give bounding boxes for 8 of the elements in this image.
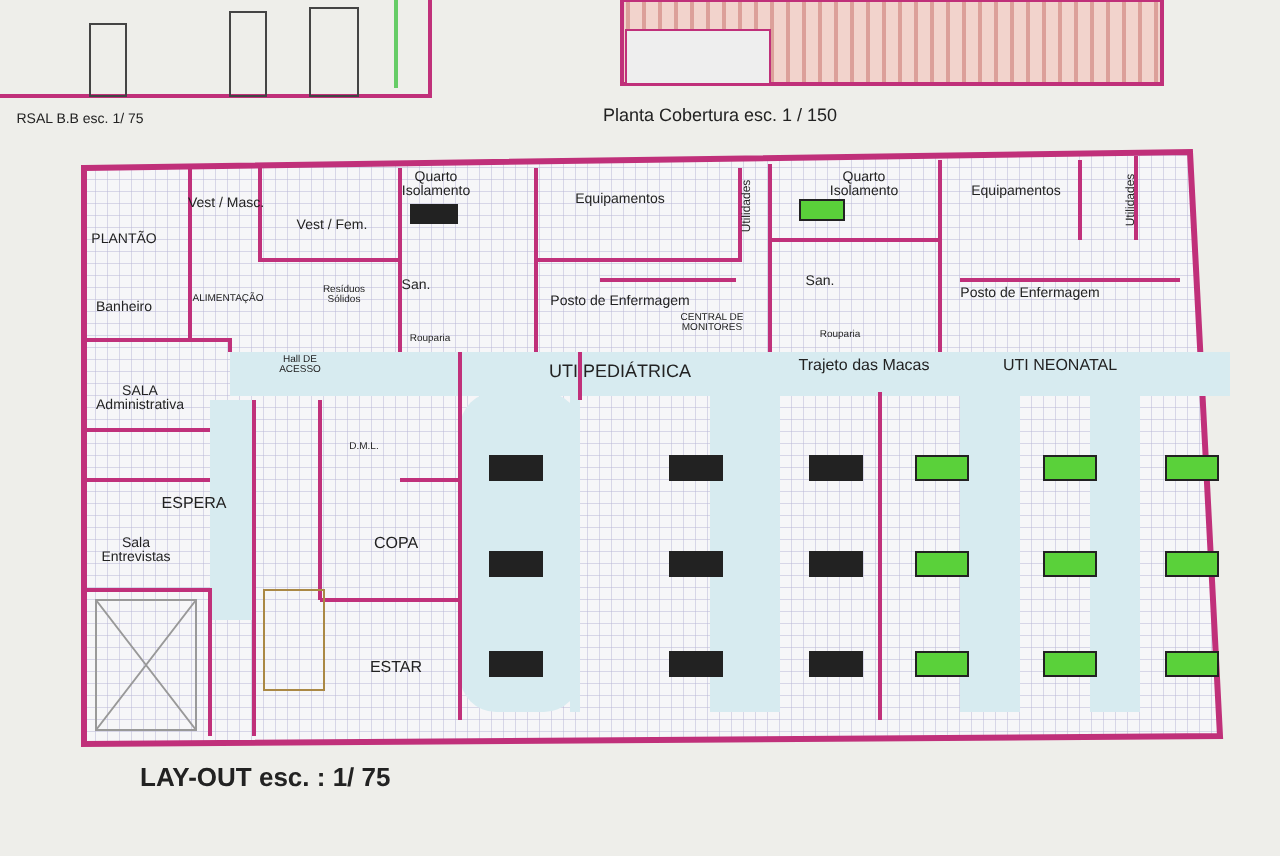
scale-note: Planta Cobertura esc. 1 / 150 — [602, 106, 838, 126]
room-label: ESPERA — [161, 495, 227, 513]
room-label: UTI NEONATAL — [1002, 357, 1118, 375]
plan-caption: LAY-OUT esc. : 1/ 75 — [140, 764, 391, 792]
room-label: ESTAR — [369, 659, 423, 677]
room-label: UTI PEDIÁTRICA — [549, 362, 691, 382]
room-label: Trajeto das Macas — [798, 357, 930, 375]
room-label: COPA — [373, 535, 419, 553]
